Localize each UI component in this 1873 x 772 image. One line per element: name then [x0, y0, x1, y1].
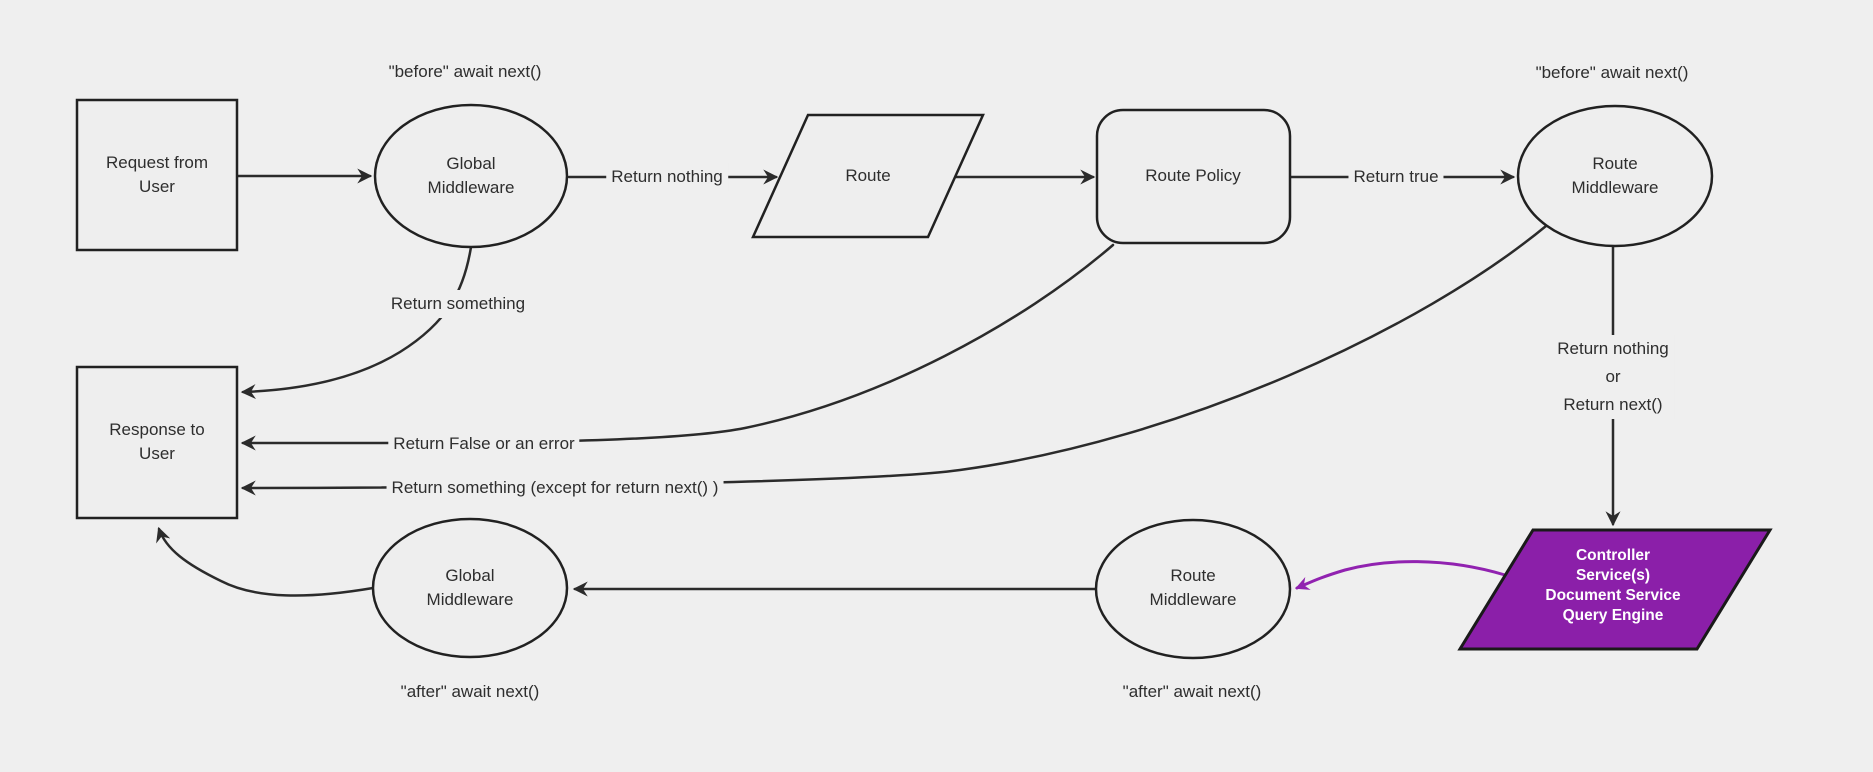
node-route-policy-shape — [1095, 108, 1292, 245]
annotation-before-await-left: "before" await next() — [388, 62, 542, 81]
node-request-label: Request from User — [105, 153, 209, 196]
node-response-shape — [75, 365, 239, 520]
edge-label-return-false-or-error: Return False or an error — [388, 430, 580, 458]
annotation-before-await-right: "before" await next() — [1535, 63, 1689, 82]
node-route-middleware-after-shape — [1094, 518, 1292, 660]
node-route-middleware-before-label: Route Middleware — [1571, 154, 1659, 197]
edge-global-middleware-to-response — [240, 245, 473, 400]
node-response-label: Response to User — [109, 420, 205, 463]
annotation-after-await-left: "after" await next() — [400, 682, 540, 701]
edge-label-return-nothing-or-next: Return nothing or Return next() — [1552, 335, 1674, 419]
node-route-middleware-before-shape — [1516, 104, 1714, 248]
edge-controller-to-route-middleware-after — [1295, 560, 1507, 590]
node-route-middleware-after-label: Route Middleware — [1149, 566, 1237, 609]
node-route-policy-label: Route Policy — [1145, 166, 1241, 185]
node-request-shape — [75, 98, 239, 252]
edge-label-return-true: Return true — [1348, 163, 1444, 191]
edge-label-return-something: Return something — [385, 290, 531, 318]
edge-label-return-something-except: Return something (except for return next… — [386, 474, 724, 502]
node-route-shape — [751, 113, 985, 239]
node-global-middleware-after-shape — [371, 517, 569, 659]
node-global-middleware-before-shape — [373, 103, 569, 249]
edge-label-return-nothing: Return nothing — [606, 163, 728, 191]
annotation-after-await-right: "after" await next() — [1122, 682, 1262, 701]
node-controller-label: Controller Service(s) Document Service Q… — [1545, 547, 1681, 624]
edge-route-policy-to-response — [240, 243, 1115, 451]
edge-global-middleware-after-to-response — [156, 526, 375, 597]
node-route-label: Route — [845, 166, 891, 185]
node-global-middleware-before-label: Global Middleware — [427, 154, 515, 197]
node-controller-shape — [1457, 528, 1773, 651]
node-global-middleware-after-label: Global Middleware — [426, 566, 514, 609]
